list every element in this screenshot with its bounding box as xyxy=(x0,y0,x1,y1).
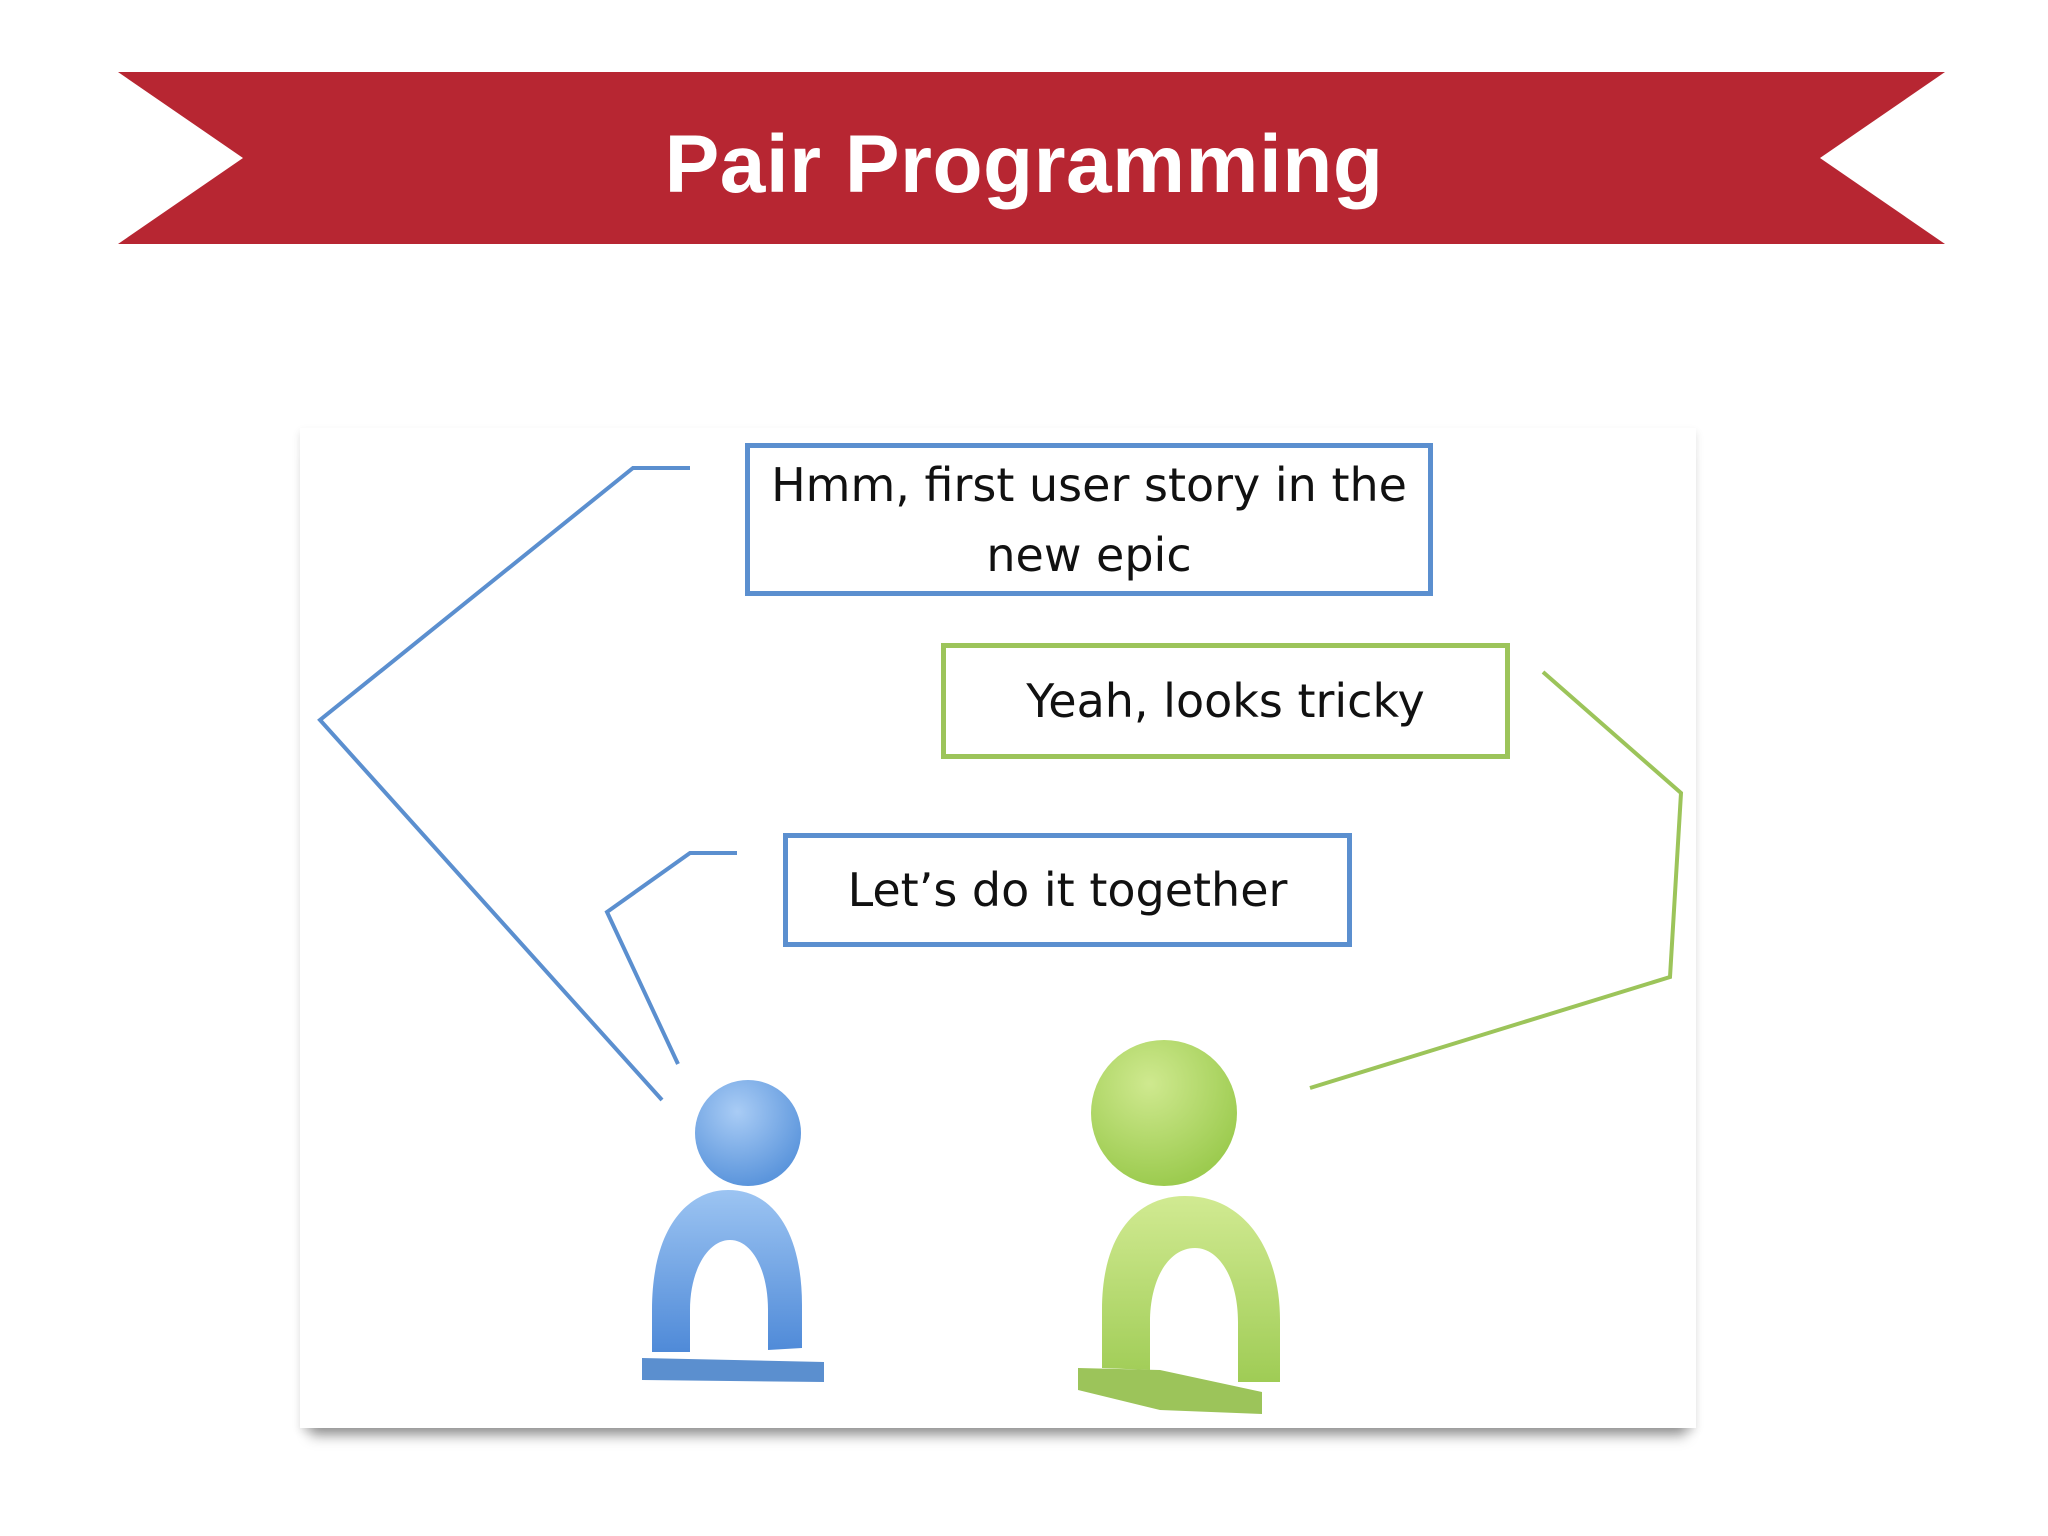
green-person-icon xyxy=(1078,1040,1280,1414)
green-person-desk xyxy=(1078,1368,1262,1414)
title-banner xyxy=(118,72,1945,244)
slide-title: Pair Programming xyxy=(664,119,1384,210)
blue-speech-line-2 xyxy=(604,851,737,1065)
blue-person-head xyxy=(695,1080,801,1186)
blue-speech-line-1 xyxy=(317,466,690,1102)
blue-person-body xyxy=(652,1190,802,1352)
speech-bubble-looks-tricky: Yeah, looks tricky xyxy=(941,643,1510,759)
green-person-body xyxy=(1102,1196,1280,1382)
speech-bubble-do-it-together: Let’s do it together xyxy=(783,833,1352,947)
banner-ribbon xyxy=(118,72,1945,244)
green-speech-line xyxy=(1309,670,1684,1090)
blue-person-icon xyxy=(642,1080,824,1382)
green-person-head xyxy=(1091,1040,1237,1186)
blue-person-desk xyxy=(642,1358,824,1382)
speech-bubble-first-user-story: Hmm, first user story in the new epic xyxy=(745,443,1433,596)
